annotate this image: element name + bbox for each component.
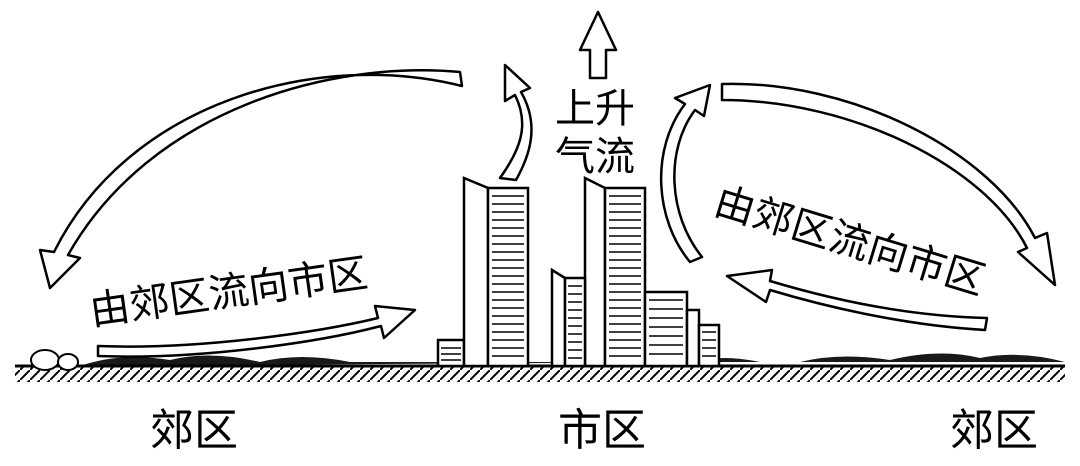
left-updraft-arrow	[498, 63, 533, 182]
label-inflow-left: 由郊区流向市区	[87, 250, 371, 335]
right-inflow-arrow	[725, 268, 989, 332]
label-updraft-line1: 上升	[555, 86, 635, 132]
city-buildings	[436, 175, 721, 368]
right-updraft-arrow	[660, 83, 712, 264]
label-suburb-right: 郊区	[950, 405, 1038, 456]
ground	[15, 349, 1065, 382]
label-city: 市区	[558, 405, 646, 456]
upward-arrow	[578, 10, 618, 80]
left-inflow-arrow	[96, 304, 417, 358]
left-descending-arrow	[38, 69, 464, 290]
building-windows	[441, 195, 716, 361]
label-suburb-left: 郊区	[150, 405, 238, 456]
label-updraft-line2: 气流	[555, 134, 635, 180]
right-descending-arrow	[720, 82, 1057, 287]
